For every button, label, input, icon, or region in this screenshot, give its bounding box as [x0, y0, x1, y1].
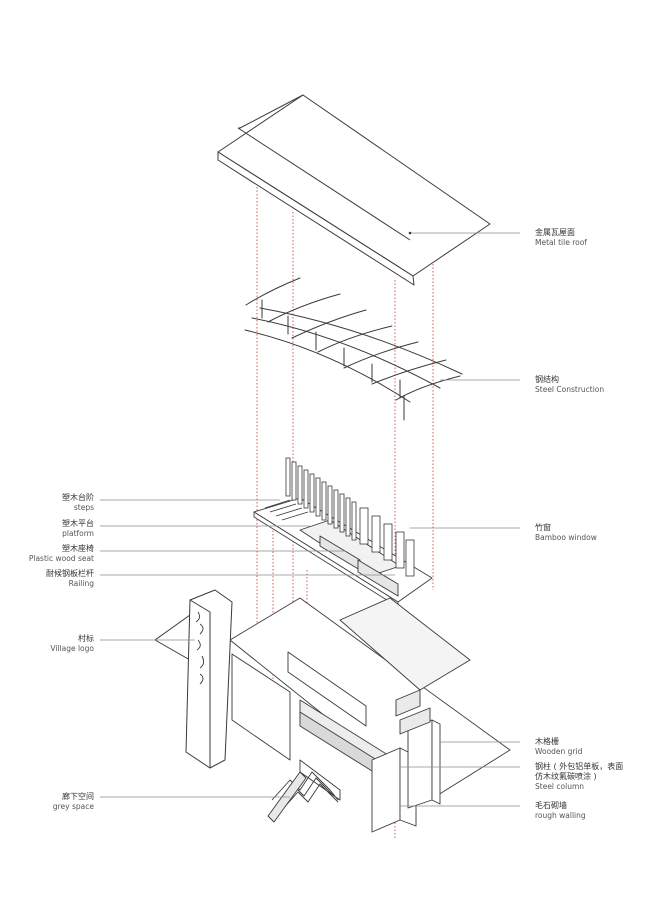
callout-en: grey space: [52, 802, 94, 811]
callout-cn-line2: 仿木纹氟碳喷涂 ): [535, 772, 597, 781]
callout-en: platform: [62, 529, 94, 538]
callout-en: steps: [73, 503, 94, 512]
callout-cn: 塑木座椅: [62, 544, 94, 553]
village-logo-monolith: [154, 589, 233, 769]
bamboo-window: [285, 457, 415, 577]
callout-cn: 钢柱 ( 外包铝单板，表面: [535, 762, 624, 771]
callout-steps: 塑木台阶 steps: [62, 493, 94, 513]
callout-en: Village logo: [50, 644, 94, 653]
callout-steel-column: 钢柱 ( 外包铝单板，表面 仿木纹氟碳喷涂 ) Steel column: [535, 762, 623, 792]
callout-en: Bamboo window: [535, 533, 597, 542]
callout-cn: 竹窗: [535, 523, 551, 532]
steel-structure-layer: [244, 277, 463, 421]
callout-cn: 耐候钢板栏杆: [46, 569, 94, 578]
callout-plastic-wood-seat: 塑木座椅 Plastic wood seat: [29, 544, 94, 564]
callout-village-logo: 村标 Village logo: [50, 634, 94, 654]
callout-cn: 毛石砌墙: [535, 801, 567, 810]
callout-en: Metal tile roof: [535, 238, 587, 247]
callout-metal-tile-roof: 金属瓦屋面 Metal tile roof: [535, 228, 587, 248]
callout-cn: 塑木平台: [62, 519, 94, 528]
callout-cn: 廊下空间: [62, 792, 94, 801]
callout-en: Steel column: [535, 782, 585, 791]
callout-railing: 耐候钢板栏杆 Railing: [46, 569, 94, 589]
callout-en: Railing: [68, 579, 94, 588]
callout-grey-space: 廊下空间 grey space: [53, 792, 94, 812]
ground-layer: [229, 597, 511, 833]
callout-en: rough walling: [535, 811, 586, 820]
callout-en: Steel Construction: [535, 385, 605, 394]
callout-steel-construction: 钢结构 Steel Construction: [535, 375, 604, 395]
roof-layer: [217, 94, 491, 286]
callout-cn: 木格栅: [535, 737, 559, 746]
callout-cn: 塑木台阶: [62, 493, 94, 502]
callout-rough-walling: 毛石砌墙 rough walling: [535, 801, 586, 821]
callout-cn: 金属瓦屋面: [535, 228, 575, 237]
callout-bamboo-window: 竹窗 Bamboo window: [535, 523, 597, 543]
callout-platform: 塑木平台 platform: [62, 519, 94, 539]
callout-wooden-grid: 木格栅 Wooden grid: [535, 737, 582, 757]
leader-lines: [100, 231, 520, 807]
callout-cn: 村标: [78, 634, 94, 643]
callout-en: Plastic wood seat: [28, 554, 94, 563]
platform-layer: [253, 497, 433, 608]
callout-cn: 钢结构: [535, 375, 559, 384]
callout-en: Wooden grid: [535, 747, 583, 756]
